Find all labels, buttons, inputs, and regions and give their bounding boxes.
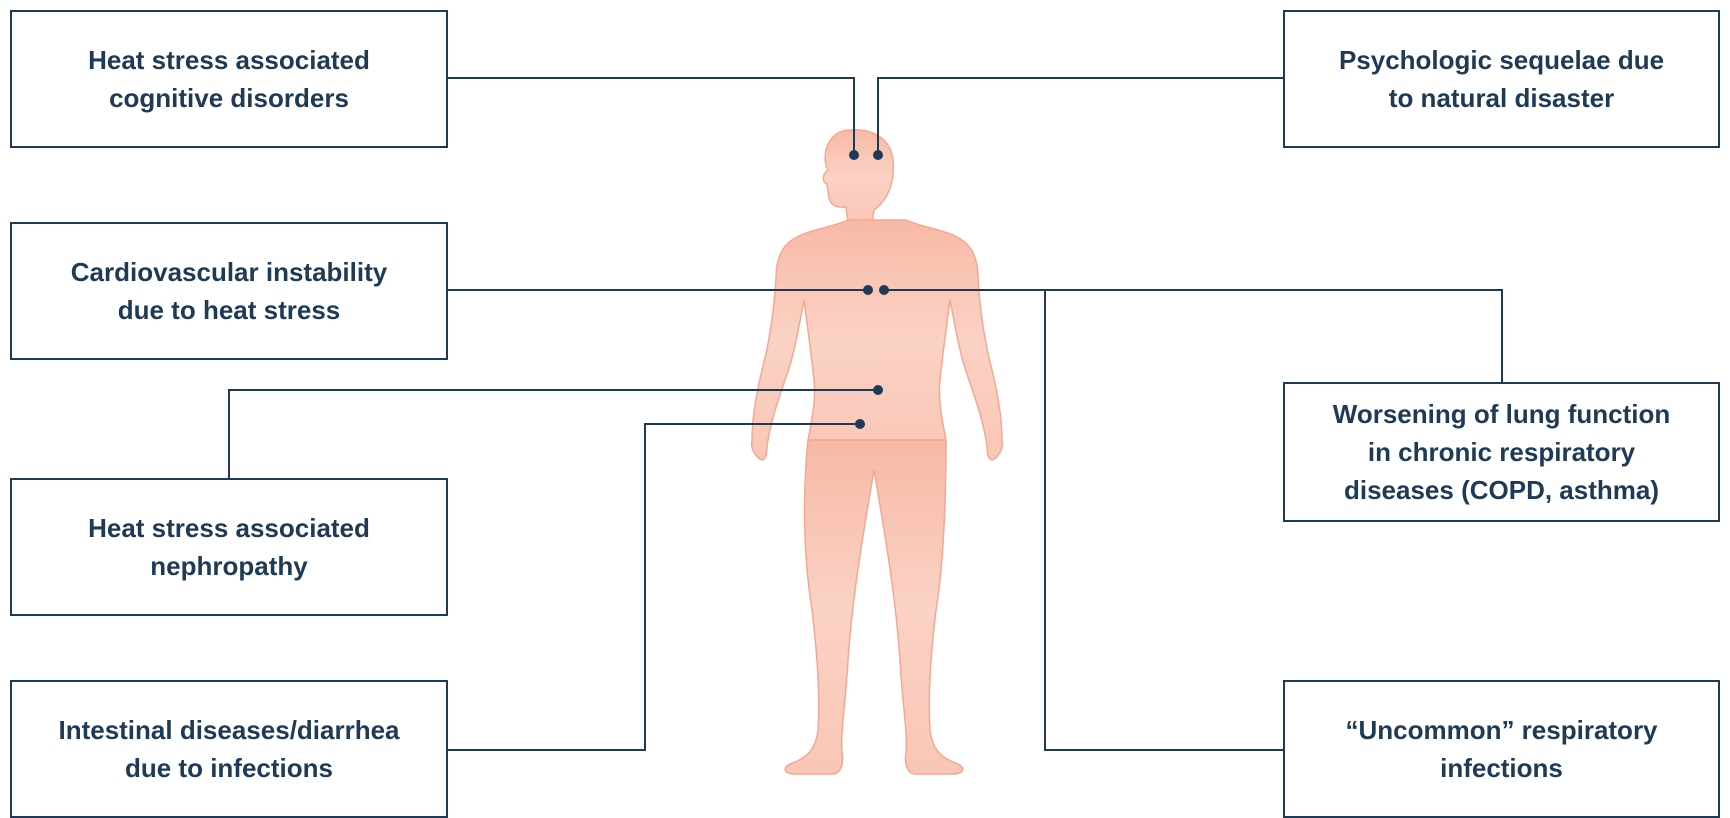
box-cognitive-line1: Heat stress associated <box>88 41 370 79</box>
dot-cardiovascular <box>863 285 873 295</box>
box-psychologic-line2: to natural disaster <box>1339 79 1664 117</box>
box-lung-line1: Worsening of lung function <box>1333 395 1670 433</box>
connector-psychologic <box>878 78 1283 155</box>
box-cardiovascular-line2: due to heat stress <box>71 291 387 329</box>
dot-psychologic <box>873 150 883 160</box>
dot-cognitive <box>849 150 859 160</box>
box-nephropathy-line1: Heat stress associated <box>88 509 370 547</box>
box-uncommon-respiratory-infections: “Uncommon” respiratory infections <box>1283 680 1720 818</box>
box-intestinal-diseases: Intestinal diseases/diarrhea due to infe… <box>10 680 448 818</box>
box-nephropathy-line2: nephropathy <box>88 547 370 585</box>
box-psychologic-sequelae: Psychologic sequelae due to natural disa… <box>1283 10 1720 148</box>
box-uncommon-line1: “Uncommon” respiratory <box>1345 711 1657 749</box>
box-cardiovascular-line1: Cardiovascular instability <box>71 253 387 291</box>
box-cardiovascular-instability: Cardiovascular instability due to heat s… <box>10 222 448 360</box>
dot-lung <box>879 285 889 295</box>
box-cognitive-disorders: Heat stress associated cognitive disorde… <box>10 10 448 148</box>
dot-intestinal <box>855 419 865 429</box>
box-intestinal-line1: Intestinal diseases/diarrhea <box>58 711 399 749</box>
head-shape <box>823 130 893 223</box>
box-nephropathy: Heat stress associated nephropathy <box>10 478 448 616</box>
connector-nephropathy <box>229 390 878 478</box>
box-uncommon-line2: infections <box>1345 749 1657 787</box>
box-psychologic-line1: Psychologic sequelae due <box>1339 41 1664 79</box>
box-lung-function: Worsening of lung function in chronic re… <box>1283 382 1720 522</box>
connector-uncommon-respiratory <box>1045 290 1283 750</box>
connector-intestinal <box>448 424 860 750</box>
legs-shape <box>785 440 963 774</box>
human-body-figure <box>752 130 1003 774</box>
connector-cognitive <box>448 78 854 155</box>
box-cognitive-line2: cognitive disorders <box>88 79 370 117</box>
box-intestinal-line2: due to infections <box>58 749 399 787</box>
box-lung-line2: in chronic respiratory <box>1333 433 1670 471</box>
box-lung-line3: diseases (COPD, asthma) <box>1333 471 1670 509</box>
dot-nephropathy <box>873 385 883 395</box>
